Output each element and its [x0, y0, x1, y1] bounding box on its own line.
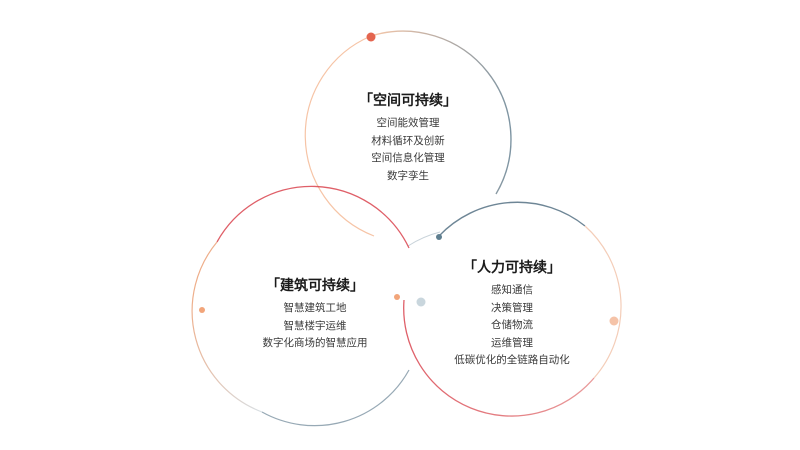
top-circle-arc-inner: [407, 231, 441, 247]
space-item: 空间能效管理: [376, 117, 440, 129]
building-item: 数字化商场的智慧应用: [262, 337, 368, 349]
node-right-peach: [609, 316, 619, 326]
node-left-peach: [199, 307, 205, 313]
left-circle-arc-orange: [191, 241, 263, 413]
node-top-red: [366, 32, 376, 42]
left-circle-arc-slate: [261, 369, 410, 427]
node-left-inner-peach: [394, 294, 400, 300]
people-section: 「人力可持续」 感知通信 决策管理 仓储物流 运维管理 低碳优化的全链路自动化: [454, 258, 570, 370]
left-circle-arc-red: [216, 185, 410, 249]
building-section: 「建筑可持续」 智慧建筑工地 智慧楼宇运维 数字化商场的智慧应用: [263, 276, 368, 353]
node-center-light: [416, 297, 426, 307]
space-item: 材料循环及创新: [371, 134, 445, 147]
node-center-slate: [436, 234, 442, 240]
space-title: 「空间可持续」: [359, 93, 457, 109]
people-item: 感知通信: [491, 284, 533, 296]
top-circle-arc-orange: [304, 35, 375, 237]
space-item: 空间信息化管理: [371, 152, 445, 164]
right-circle-arc-slate: [438, 201, 586, 237]
building-title: 「建筑可持续」: [266, 278, 364, 294]
people-title: 「人力可持续」: [463, 260, 561, 276]
building-item: 智慧建筑工地: [283, 302, 347, 314]
people-item: 运维管理: [491, 336, 533, 349]
top-circle-arc-light: [370, 30, 512, 195]
people-item: 低碳优化的全链路自动化: [454, 354, 570, 366]
building-item: 智慧楼宇运维: [283, 319, 347, 332]
space-section: 「空间可持续」 空间能效管理 材料循环及创新 空间信息化管理 数字孪生: [359, 91, 457, 185]
right-circle-arc-light: [584, 225, 622, 379]
space-item: 数字孪生: [387, 169, 429, 182]
people-item: 决策管理: [491, 301, 533, 314]
right-circle-arc-red: [403, 299, 595, 417]
people-item: 仓储物流: [491, 319, 533, 331]
